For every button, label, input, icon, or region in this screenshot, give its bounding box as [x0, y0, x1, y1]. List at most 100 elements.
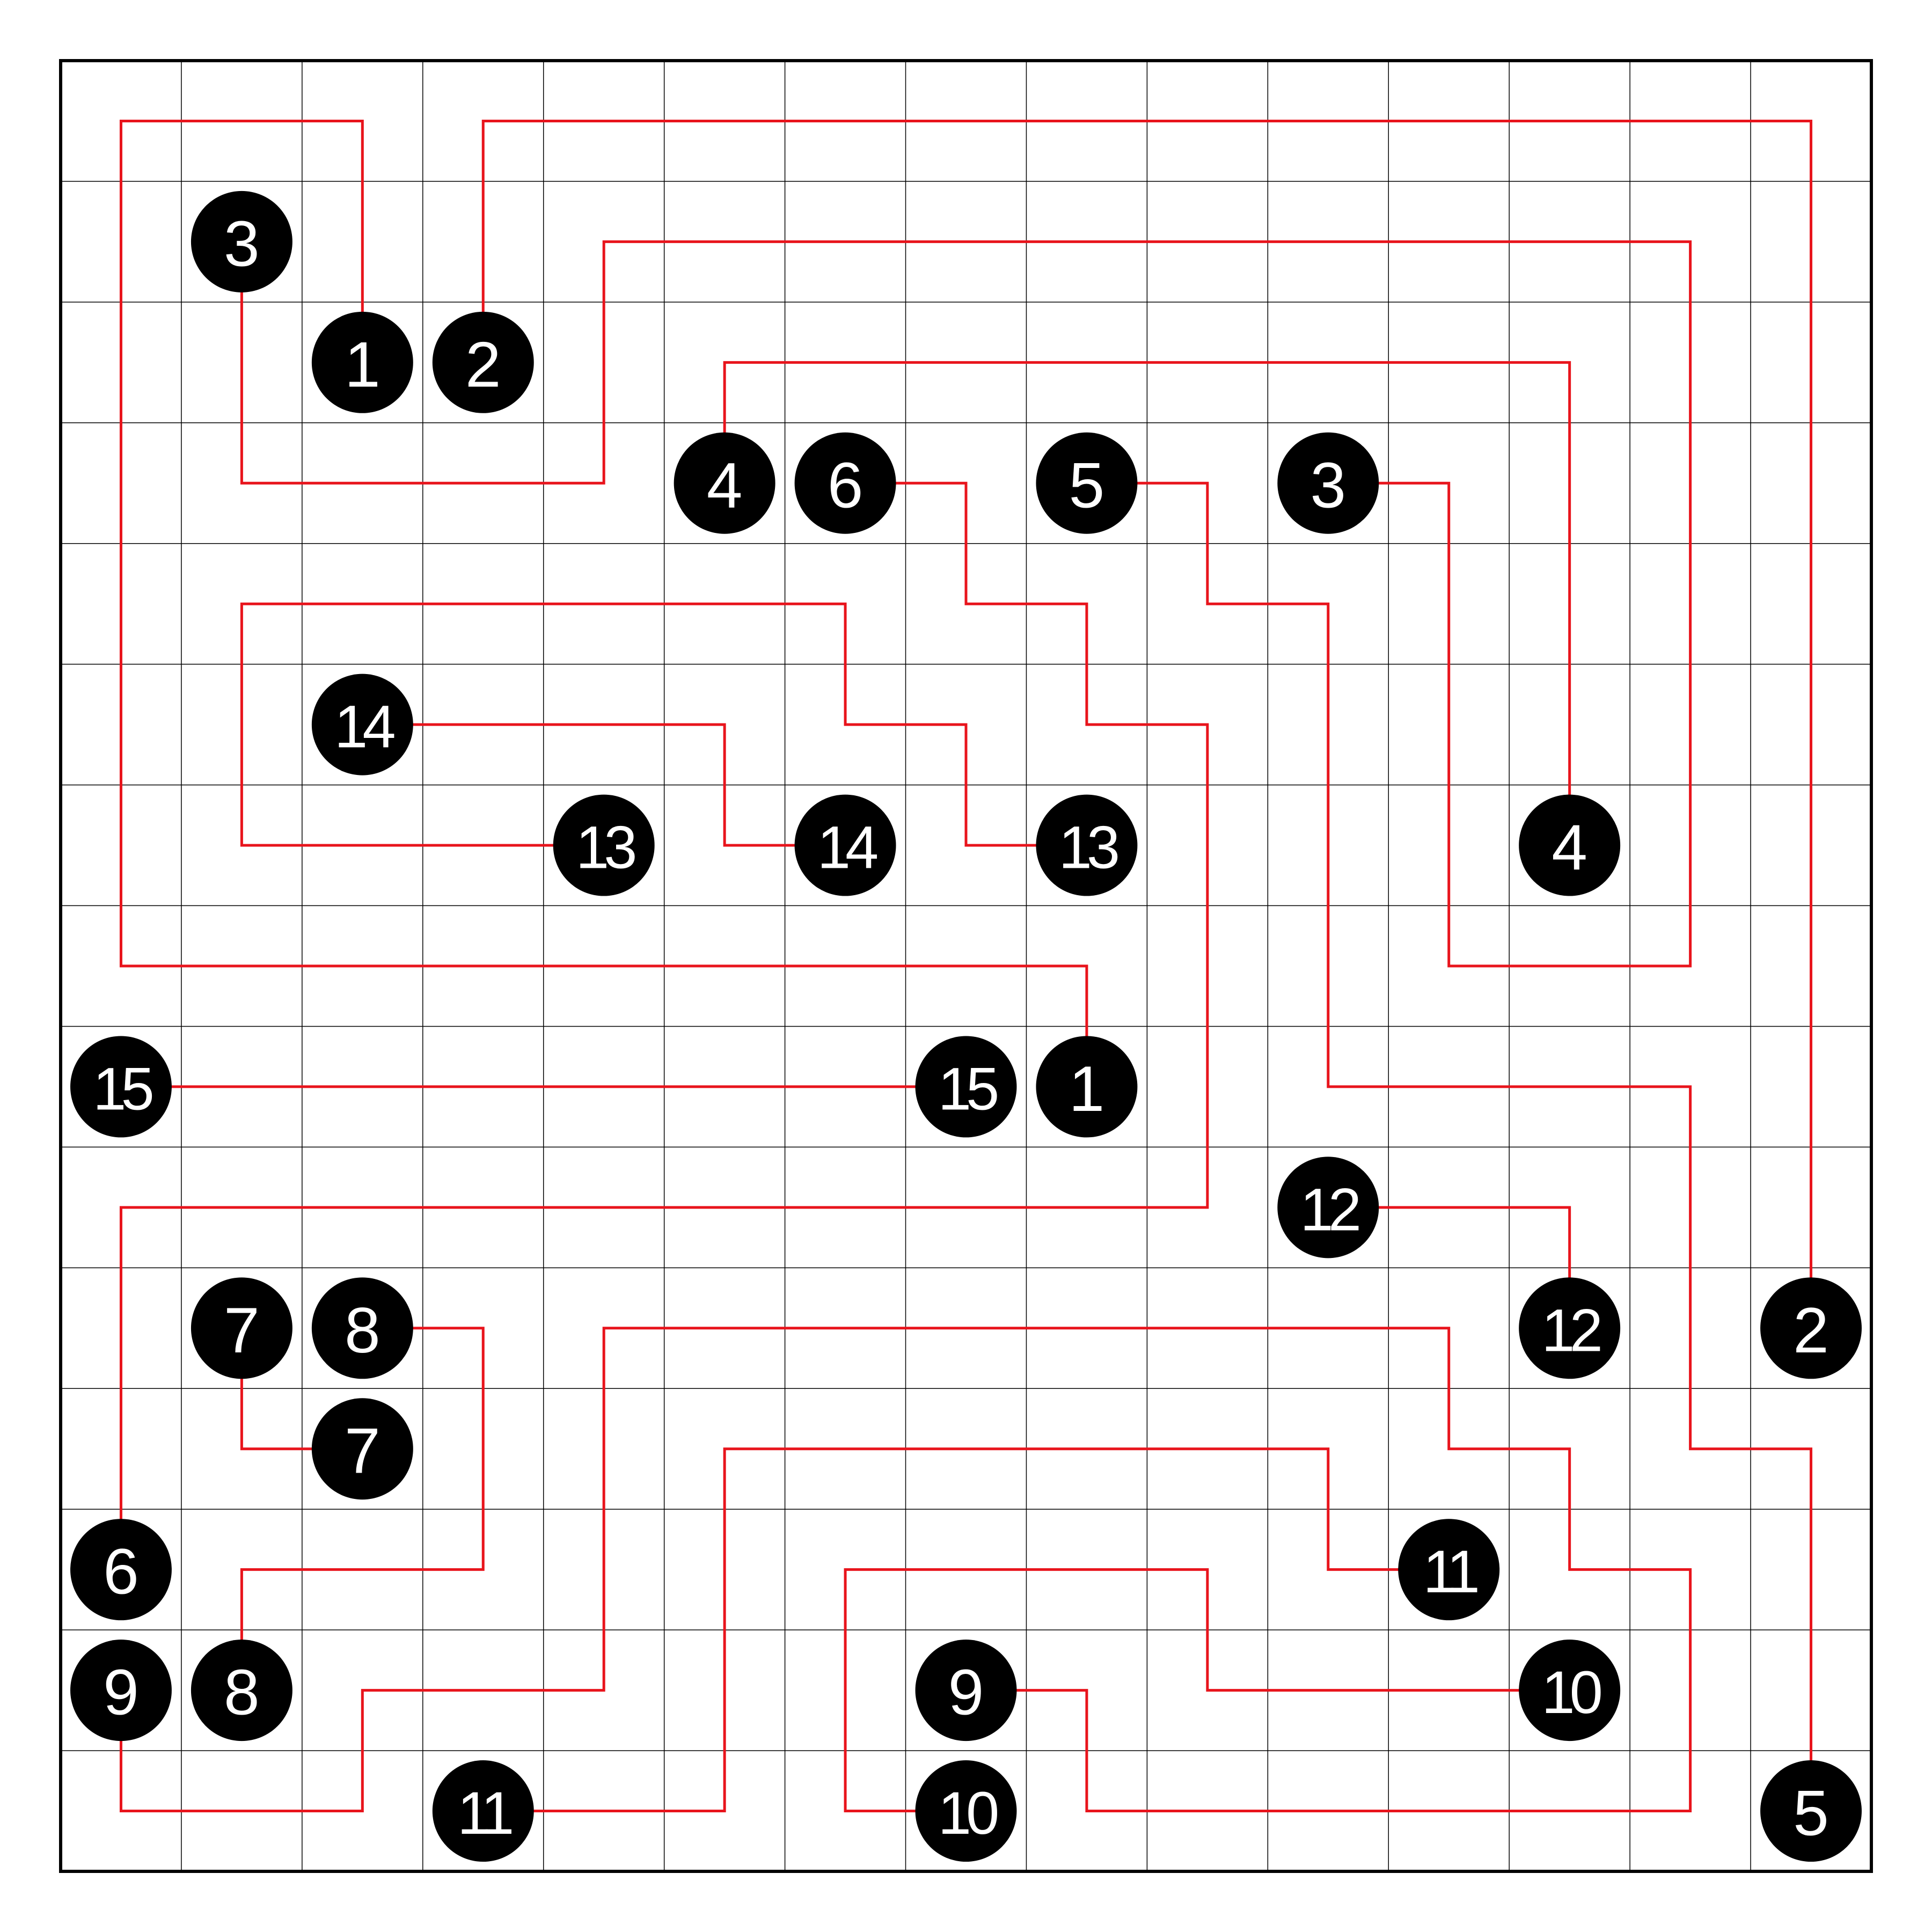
dot-number: 6 [103, 1536, 139, 1608]
number-dot-6[interactable]: 6 [794, 432, 896, 534]
number-dot-5[interactable]: 5 [1760, 1760, 1862, 1862]
dot-number: 12 [1300, 1176, 1359, 1243]
number-dot-14[interactable]: 14 [794, 794, 896, 896]
dot-circle [794, 432, 896, 534]
dot-circle [1036, 432, 1138, 534]
dot-circle [674, 432, 775, 534]
number-dot-1[interactable]: 1 [311, 311, 413, 413]
path-14 [362, 723, 846, 847]
dot-number: 3 [224, 208, 260, 280]
number-dot-9[interactable]: 9 [915, 1640, 1017, 1741]
path-8 [240, 1327, 485, 1690]
path-13 [240, 602, 1087, 847]
number-dot-8[interactable]: 8 [311, 1277, 413, 1379]
path-6 [119, 481, 1209, 1570]
number-dot-12[interactable]: 12 [1277, 1157, 1379, 1258]
dot-number: 1 [1069, 1053, 1105, 1125]
number-dot-6[interactable]: 6 [70, 1519, 172, 1621]
dot-circle [1277, 432, 1379, 534]
dot-number: 12 [1541, 1297, 1600, 1364]
dot-circle [191, 191, 292, 292]
dot-number: 8 [224, 1657, 260, 1729]
number-dot-10[interactable]: 10 [915, 1760, 1017, 1862]
number-dot-9[interactable]: 9 [70, 1640, 172, 1741]
number-dot-4[interactable]: 4 [674, 432, 775, 534]
dot-circle [1519, 1277, 1621, 1379]
dot-number: 15 [938, 1055, 997, 1122]
dot-circle [1760, 1760, 1862, 1862]
dot-circle [1519, 1640, 1621, 1741]
dot-circle [915, 1760, 1017, 1862]
number-dot-11[interactable]: 11 [1398, 1519, 1500, 1621]
path-2 [481, 119, 1813, 1328]
dot-circle [311, 674, 413, 775]
path-9 [119, 1327, 1692, 1813]
dot-number: 2 [1793, 1294, 1829, 1366]
number-dot-5[interactable]: 5 [1036, 432, 1138, 534]
path-3 [240, 240, 1692, 968]
dot-number: 9 [948, 1657, 984, 1729]
number-dot-11[interactable]: 11 [432, 1760, 534, 1862]
number-dot-13[interactable]: 13 [1036, 794, 1138, 896]
path-5 [1086, 481, 1813, 1811]
number-dot-7[interactable]: 7 [191, 1277, 292, 1379]
path-11 [483, 1447, 1449, 1813]
number-dot-15[interactable]: 15 [915, 1036, 1017, 1138]
path-10 [844, 1568, 1570, 1813]
dot-number: 4 [1552, 811, 1587, 883]
dot-number: 10 [1541, 1659, 1600, 1726]
board-border [59, 59, 1873, 1873]
number-dot-10[interactable]: 10 [1519, 1640, 1621, 1741]
dot-circle [432, 1760, 534, 1862]
number-dot-13[interactable]: 13 [553, 794, 655, 896]
dot-circle [794, 794, 896, 896]
dot-circle [1760, 1277, 1862, 1379]
number-dot-2[interactable]: 2 [432, 311, 534, 413]
dot-number: 1 [345, 328, 380, 400]
number-dot-7[interactable]: 7 [311, 1398, 413, 1500]
path-4 [723, 361, 1571, 846]
dot-number: 11 [1423, 1538, 1477, 1605]
dot-circle [1277, 1157, 1379, 1258]
dot-circle [70, 1036, 172, 1138]
dot-number: 10 [938, 1780, 997, 1847]
number-dot-14[interactable]: 14 [311, 674, 413, 775]
dot-circle [915, 1036, 1017, 1138]
dot-circle [432, 311, 534, 413]
dot-number: 2 [465, 328, 501, 400]
dot-number: 8 [345, 1294, 380, 1366]
number-dot-4[interactable]: 4 [1519, 794, 1621, 896]
number-dot-3[interactable]: 3 [191, 191, 292, 292]
dot-circle [1519, 794, 1621, 896]
dot-circle [1398, 1519, 1500, 1621]
dot-number: 9 [103, 1657, 139, 1729]
number-dot-3[interactable]: 3 [1277, 432, 1379, 534]
dot-circle [1036, 794, 1138, 896]
dot-circle [915, 1640, 1017, 1741]
dot-number: 14 [334, 693, 394, 760]
dot-circle [311, 1398, 413, 1500]
number-dot-15[interactable]: 15 [70, 1036, 172, 1138]
dot-number: 13 [1059, 814, 1118, 881]
dot-circle [311, 1277, 413, 1379]
solution-paths [119, 119, 1813, 1813]
dot-number: 14 [817, 814, 877, 881]
number-dot-2[interactable]: 2 [1760, 1277, 1862, 1379]
dot-number: 15 [93, 1055, 152, 1122]
dot-number: 5 [1793, 1777, 1829, 1849]
dot-circle [1036, 1036, 1138, 1138]
dot-circle [311, 311, 413, 413]
number-dot-12[interactable]: 12 [1519, 1277, 1621, 1379]
dot-number: 4 [707, 449, 743, 521]
dot-number: 6 [828, 449, 863, 521]
dot-circle [70, 1519, 172, 1621]
path-1 [119, 119, 1088, 1087]
dot-number: 5 [1069, 449, 1105, 521]
number-dot-8[interactable]: 8 [191, 1640, 292, 1741]
number-dot-1[interactable]: 1 [1036, 1036, 1138, 1138]
dot-circle [191, 1640, 292, 1741]
dot-number: 7 [345, 1415, 380, 1487]
dot-number: 13 [576, 814, 635, 881]
